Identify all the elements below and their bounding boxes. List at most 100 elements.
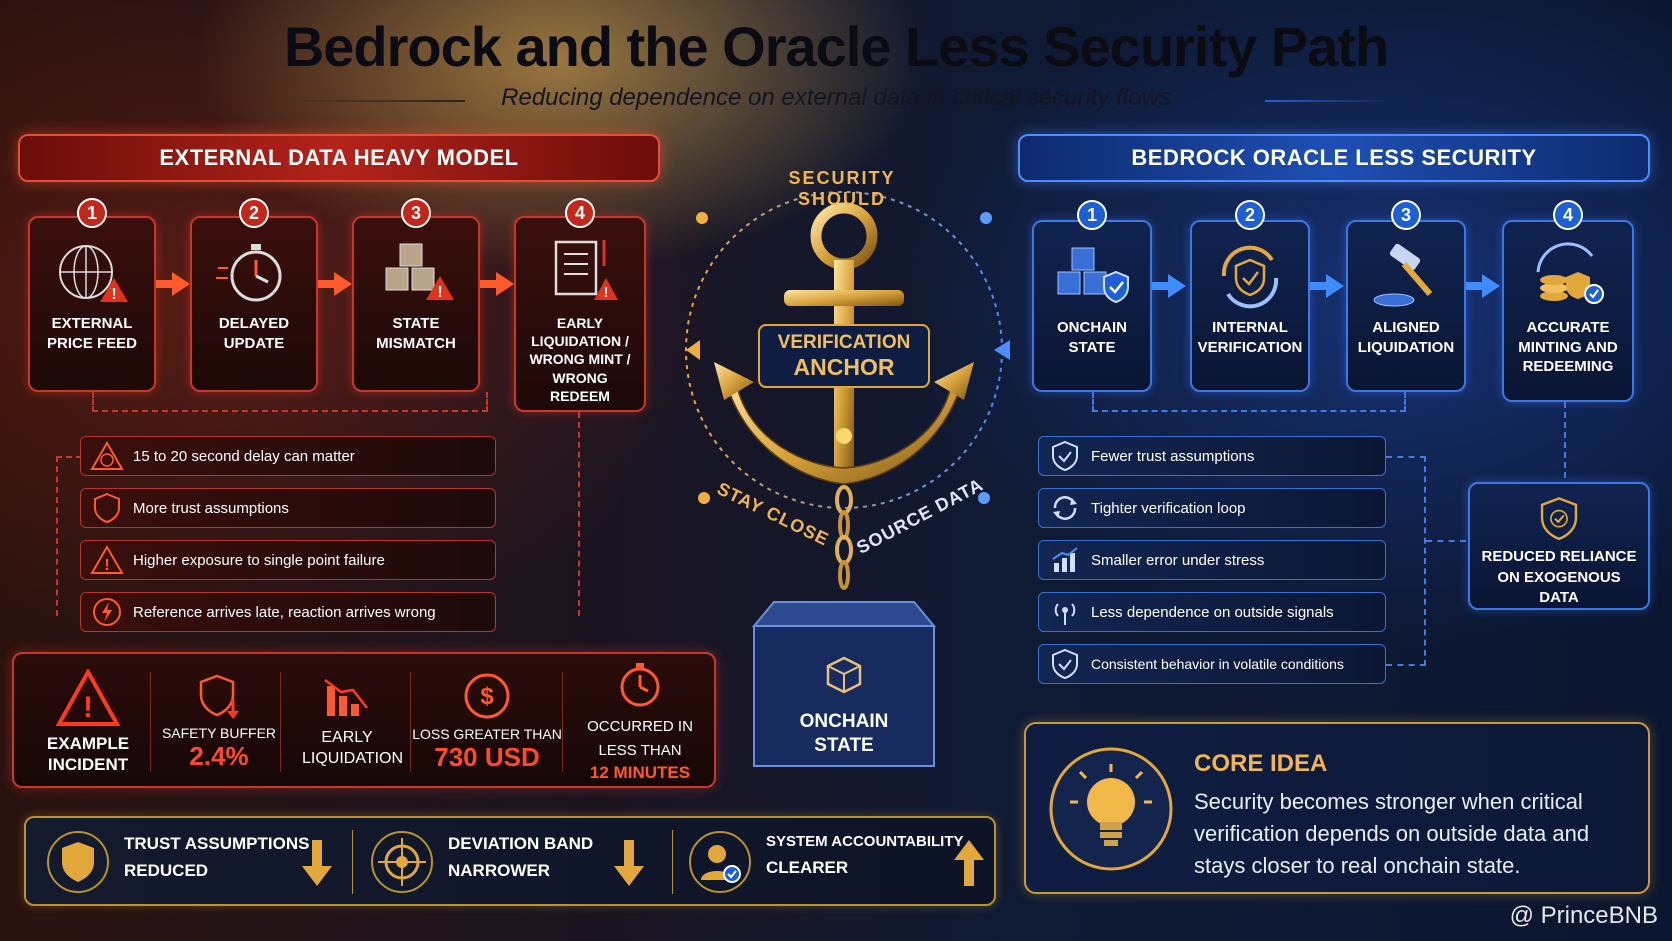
outcome-line1-3: SYSTEM ACCOUNTABILITY <box>766 833 964 850</box>
no-lightning-icon <box>81 596 133 628</box>
incident-item-label-2: EARLY LIQUIDATION <box>302 729 404 767</box>
flow-arrow-shaft <box>1466 282 1484 290</box>
benefit-item-2: Tighter verification loop <box>1038 488 1386 528</box>
incident-item-value-4: 12 MINUTES <box>589 763 691 782</box>
example-incident-panel: ! EXAMPLE INCIDENT SAFETY BUFFER 2.4% EA… <box>12 652 716 788</box>
coins-check-icon <box>1536 242 1604 304</box>
outcome-line2-1: REDUCED <box>124 861 209 881</box>
divider-right <box>1265 100 1395 102</box>
issue-item-1: 15 to 20 second delay can matter <box>80 436 496 476</box>
issue-item-3: ! Higher exposure to single point failur… <box>80 540 496 580</box>
shield-icon <box>47 831 109 893</box>
incident-divider <box>280 672 281 772</box>
benefit-item-1: Fewer trust assumptions <box>1038 436 1386 476</box>
user-check-icon <box>689 831 751 893</box>
right-step-label-4: ACCURATE MINTING AND REDEEMING <box>1518 319 1618 375</box>
benefit-item-4: Less dependence on outside signals <box>1038 592 1386 632</box>
left-step-card-1: ! EXTERNAL PRICE FEED <box>28 216 156 392</box>
stopwatch-icon <box>216 244 282 302</box>
shield-check-icon <box>1540 497 1578 541</box>
connector-line <box>56 456 82 616</box>
connector-line <box>1564 402 1566 478</box>
right-step-number-3: 3 <box>1391 200 1421 230</box>
core-idea-panel: CORE IDEA Security becomes stronger when… <box>1024 722 1650 894</box>
flow-arrow-shaft <box>1152 282 1170 290</box>
connector-line <box>1386 456 1426 666</box>
page-subtitle: Reducing dependence on external data in … <box>501 84 1171 111</box>
arc-label-top: SECURITY SHOULD <box>788 168 896 209</box>
orbit-dot <box>980 212 992 224</box>
issue-item-2: More trust assumptions <box>80 488 496 528</box>
flow-arrow-icon <box>496 272 514 296</box>
incident-item-1: SAFETY BUFFER 2.4% <box>154 654 284 790</box>
right-step-card-3: ALIGNED LIQUIDATION <box>1346 220 1466 392</box>
anchor-fluke-left <box>714 362 754 400</box>
arrow-up-icon <box>954 840 984 886</box>
gavel-icon <box>1373 243 1433 307</box>
block-label-line-1: ONCHAIN <box>799 711 889 732</box>
cubes-warning-icon: ! <box>385 243 454 301</box>
anchor-illustration <box>685 191 1010 767</box>
incident-item-value-1: 2.4% <box>189 740 249 771</box>
chain-link <box>835 485 853 515</box>
incident-divider <box>562 672 563 772</box>
left-section-header: EXTERNAL DATA HEAVY MODEL <box>18 134 660 182</box>
outcomes-bar: TRUST ASSUMPTIONS REDUCED DEVIATION BAND… <box>24 816 996 906</box>
orbit-dot <box>696 212 708 224</box>
orbit-arrow-icon <box>686 340 700 360</box>
connector-line <box>1426 540 1466 542</box>
arrow-down-icon <box>302 840 332 886</box>
chain-link <box>835 535 853 565</box>
reduced-reliance-label: REDUCED RELIANCE ON EXOGENOUS DATA <box>1481 548 1637 606</box>
incident-item-3: $ LOSS GREATER THAN 730 USD <box>412 654 562 790</box>
target-icon <box>371 831 433 893</box>
benefit-text-2: Tighter verification loop <box>1091 499 1246 517</box>
anchor-fluke-right <box>934 362 974 400</box>
issue-text-4: Reference arrives late, reaction arrives… <box>133 603 436 621</box>
benefit-text-5: Consistent behavior in volatile conditio… <box>1091 656 1344 672</box>
right-step-card-4: ACCURATE MINTING AND REDEEMING <box>1502 220 1634 402</box>
connector-line <box>92 392 488 412</box>
shield-check-icon <box>1039 440 1091 472</box>
svg-text:!: ! <box>104 557 109 574</box>
connector-line <box>1092 392 1406 412</box>
stopwatch-icon <box>620 663 660 707</box>
onchain-block-top <box>751 601 937 627</box>
incident-divider <box>410 672 411 772</box>
shield-cycle-icon <box>1221 245 1279 309</box>
benefit-item-5: Consistent behavior in volatile conditio… <box>1038 644 1386 684</box>
shield-check-icon <box>1039 648 1091 680</box>
reduced-reliance-box: REDUCED RELIANCE ON EXOGENOUS DATA <box>1468 482 1650 610</box>
connector-line <box>496 412 580 616</box>
chart-up-icon <box>1039 545 1091 575</box>
issue-text-1: 15 to 20 second delay can matter <box>133 447 355 465</box>
chart-down-icon <box>324 679 368 717</box>
benefit-text-3: Smaller error under stress <box>1091 551 1265 569</box>
incident-divider <box>150 672 151 772</box>
right-step-label-2: INTERNAL VERIFICATION <box>1197 319 1303 356</box>
issue-item-4: Reference arrives late, reaction arrives… <box>80 592 496 632</box>
flow-arrow-icon <box>1482 274 1500 298</box>
right-step-number-4: 4 <box>1553 200 1583 230</box>
incident-item-label-1: SAFETY BUFFER <box>161 724 277 741</box>
incident-item-4: OCCURRED IN LESS THAN 12 MINUTES <box>566 654 714 790</box>
right-step-label-1: ONCHAIN STATE <box>1057 319 1127 356</box>
svg-text:!: ! <box>604 284 609 301</box>
right-section-header: BEDROCK ORACLE LESS SECURITY <box>1018 134 1650 182</box>
orbit-arrow-icon <box>994 340 1010 360</box>
outcome-text-1: TRUST ASSUMPTIONS REDUCED <box>124 830 309 884</box>
issue-text-3: Higher exposure to single point failure <box>133 551 385 569</box>
flow-arrow-shaft <box>1310 282 1328 290</box>
chain-link <box>838 510 850 540</box>
lightbulb-icon <box>1049 747 1173 871</box>
onchain-block <box>753 625 935 767</box>
benefit-text-4: Less dependence on outside signals <box>1091 603 1334 621</box>
flow-arrow-shaft <box>318 280 336 288</box>
anchor-stock <box>784 290 904 306</box>
flow-arrow-icon <box>1168 274 1186 298</box>
dollar-coin-icon: $ <box>464 673 510 718</box>
orbit-dot <box>698 492 710 504</box>
benefit-text-1: Fewer trust assumptions <box>1091 447 1255 465</box>
shield-icon <box>81 492 133 524</box>
shield-down-icon <box>199 674 239 719</box>
